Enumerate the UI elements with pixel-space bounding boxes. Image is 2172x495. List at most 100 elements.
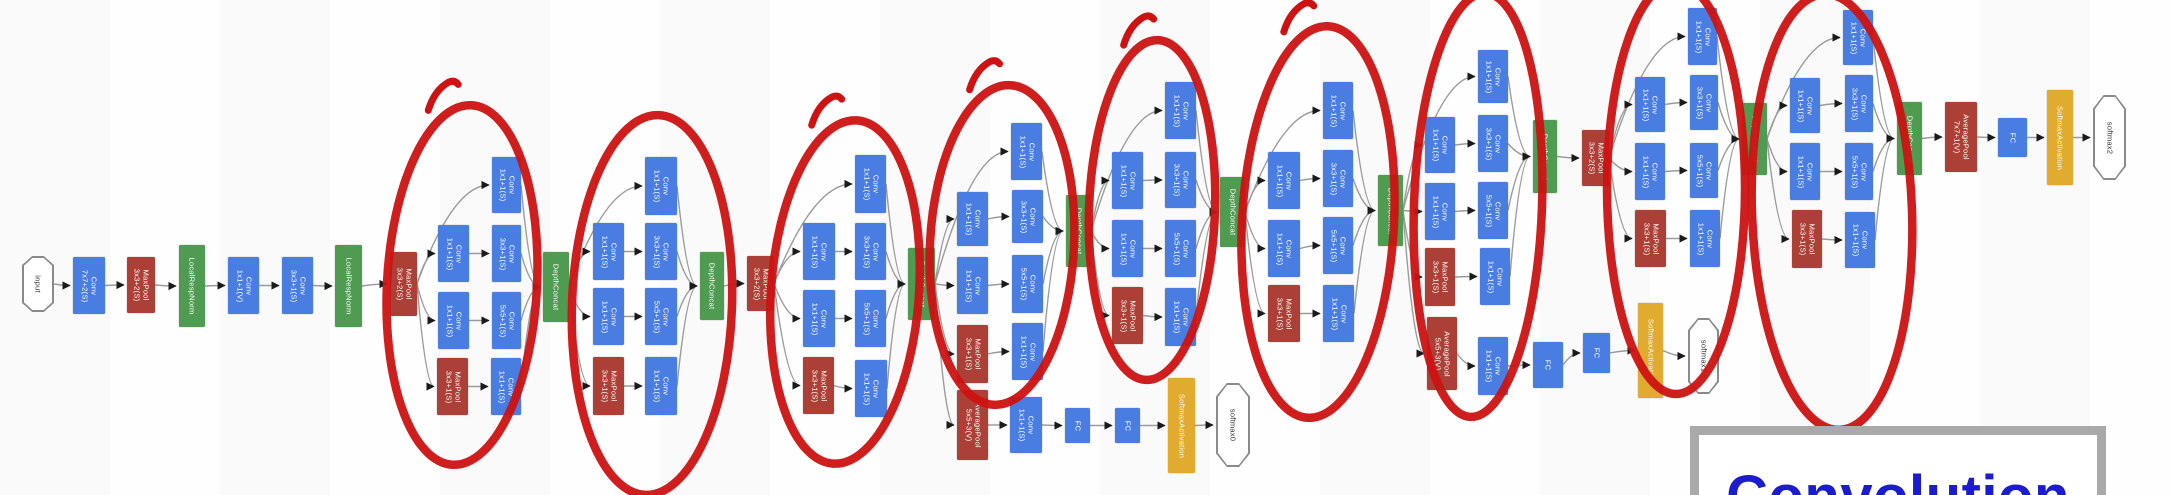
node-label: DepthConcat: [707, 262, 717, 310]
concat-box-m8_cc: DepthConcat: [1742, 103, 1767, 175]
concat-box-m9_cc: DepthConcat: [1897, 102, 1922, 175]
terminal-a2_sm: softmax1: [1688, 318, 1719, 394]
node-label: SoftmaxActivation: [1646, 318, 1656, 383]
node-label: SoftmaxActivation: [2055, 105, 2065, 170]
node-label: DepthConcat: [551, 263, 561, 311]
node-label: DepthConcat: [1905, 115, 1915, 162]
concat-box-m3_cc: DepthConcat: [908, 248, 935, 320]
node-label: FC: [1073, 420, 1083, 431]
act-box-a1_sa: SoftmaxActivation: [1168, 378, 1195, 473]
concat-box-m5_cc: DepthConcat: [1220, 177, 1245, 247]
fc-box-a2_f2: FC: [1583, 333, 1610, 373]
fc-box-out_fc: FC: [1998, 118, 2027, 157]
concat-box-m2_cc: DepthConcat: [700, 252, 724, 320]
concat-box-m6_cc: DepthConcat: [1378, 175, 1403, 246]
concat-box-m4_cc: DepthConcat: [1066, 195, 1091, 267]
octagon-fill: [23, 257, 53, 311]
node-label: LocalRespNorm: [187, 257, 197, 315]
node-label: FC: [1123, 420, 1133, 431]
node-label: LocalRespNorm: [344, 257, 354, 315]
node-label: DepthConcat: [917, 260, 927, 308]
terminal-out_sm: softmax2: [2093, 95, 2126, 180]
node-label: softmax0: [1228, 408, 1238, 442]
convolution-label: Convolution: [1726, 463, 2070, 495]
node-label: softmax2: [2105, 121, 2115, 154]
convolution-label-box: Convolution: [1690, 426, 2106, 495]
node-label: DepthConcat: [1386, 187, 1396, 234]
